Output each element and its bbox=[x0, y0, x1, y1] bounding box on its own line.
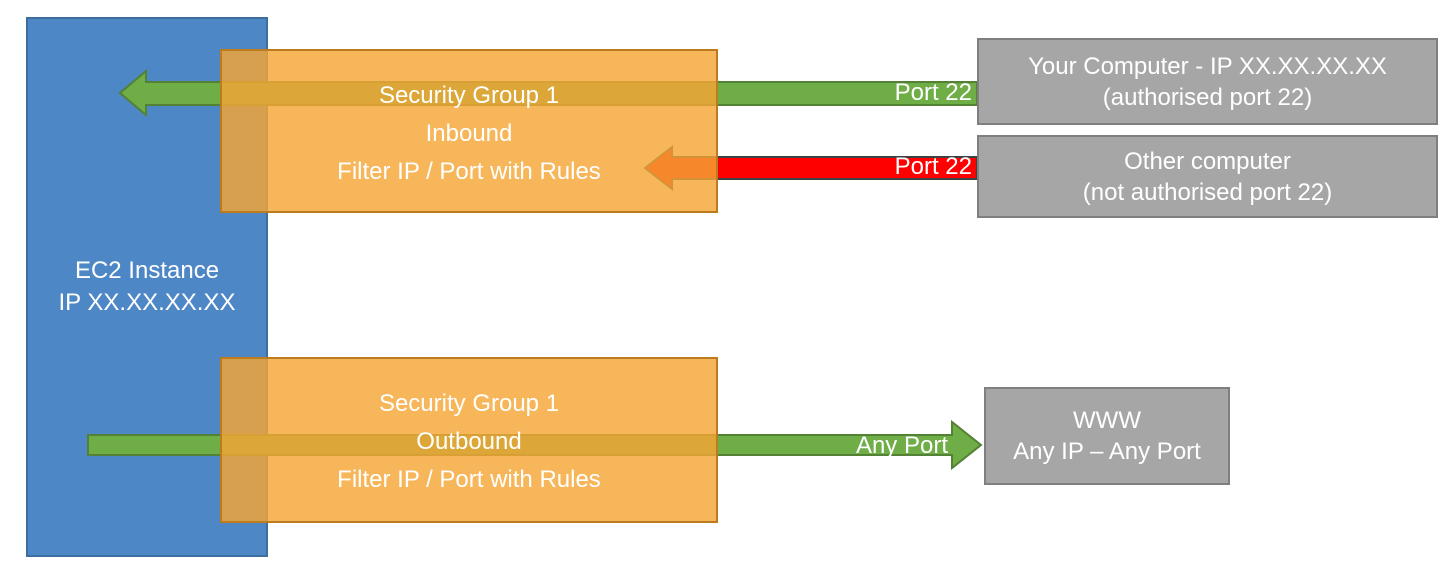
ec2-instance-label: EC2 Instance bbox=[74, 257, 220, 284]
security-group-outbound-box: Security Group 1 Outbound Filter IP / Po… bbox=[220, 357, 718, 523]
inbound-blocked-port-label: Port 22 bbox=[894, 153, 972, 180]
security-group-inbound-box: Security Group 1 Inbound Filter IP / Por… bbox=[220, 49, 718, 213]
inbound-allowed-port-label: Port 22 bbox=[894, 79, 972, 106]
other-computer-label: Other computer bbox=[1124, 147, 1291, 175]
security-group-inbound-direction: Inbound bbox=[425, 120, 513, 147]
your-computer-note: (authorised port 22) bbox=[1102, 83, 1313, 111]
your-computer-label: Your Computer - IP XX.XX.XX.XX bbox=[1028, 52, 1387, 80]
outbound-port-label: Any Port bbox=[855, 432, 948, 459]
security-group-inbound-title: Security Group 1 bbox=[378, 82, 560, 109]
security-group-outbound-title: Security Group 1 bbox=[378, 390, 560, 417]
security-group-outbound-description: Filter IP / Port with Rules bbox=[337, 466, 601, 493]
ec2-instance-text: EC2 Instance IP XX.XX.XX.XX bbox=[28, 255, 266, 319]
www-box: WWW Any IP – Any Port bbox=[984, 387, 1230, 485]
www-note: Any IP – Any Port bbox=[1013, 438, 1201, 465]
security-group-inbound-description: Filter IP / Port with Rules bbox=[337, 158, 601, 185]
ec2-instance-ip: IP XX.XX.XX.XX bbox=[58, 289, 236, 316]
your-computer-box: Your Computer - IP XX.XX.XX.XX (authoris… bbox=[977, 38, 1438, 125]
www-label: WWW bbox=[1073, 407, 1141, 434]
other-computer-box: Other computer (not authorised port 22) bbox=[977, 135, 1438, 218]
security-group-outbound-direction: Outbound bbox=[416, 428, 522, 455]
other-computer-note: (not authorised port 22) bbox=[1082, 178, 1333, 206]
